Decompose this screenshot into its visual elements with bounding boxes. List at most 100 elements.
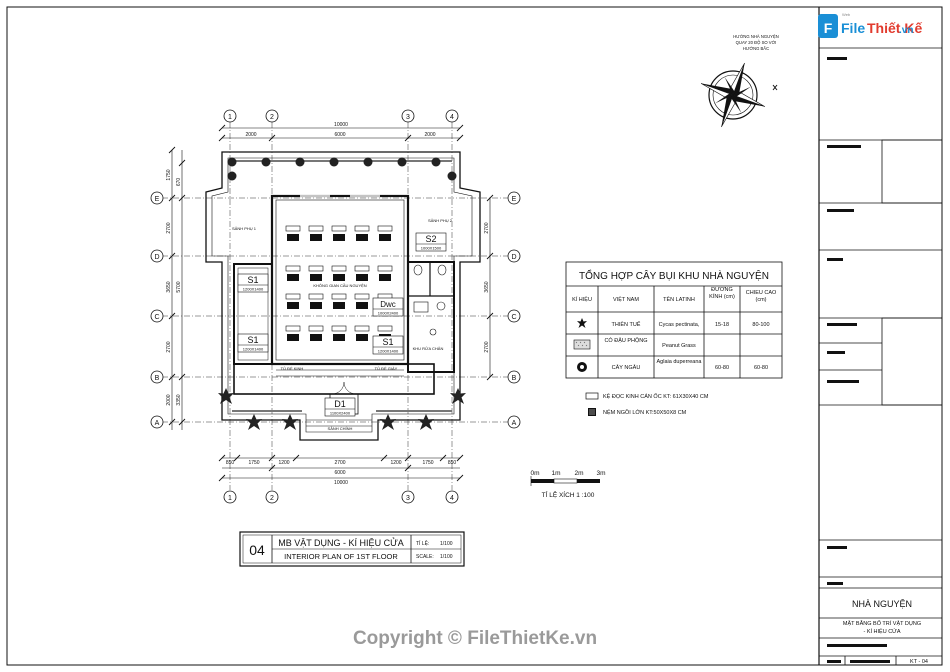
room-sanh-chinh: SẢNH CHÍNH [328,426,353,431]
grid-label-C-left: C [154,314,159,321]
grid-label-1-bottom: 1 [228,495,232,502]
prayer-shelf [377,325,393,332]
grid-label-D-left: D [154,254,159,261]
grid-label-A-left: A [155,420,160,427]
floor-cushion [310,302,322,309]
dimension-ticks [168,124,494,482]
aglaia-shrub [329,157,339,167]
cushion-icon [588,408,596,416]
floor-cushion [287,234,299,241]
svg-text:1100X2400: 1100X2400 [330,411,351,416]
aglaia-shrub [397,157,407,167]
dim-bottom-total: 10000 [334,480,348,486]
drawing-title-vn: MB VẬT DỤNG - KÍ HIỆU CỬA [278,537,404,548]
titleblock-placeholder-marks [827,57,890,663]
legend-row3-height: 60-80 [754,365,768,371]
grid-label-3-bottom: 3 [406,495,410,502]
dim-left-2: 2700 [166,222,172,233]
terrace-hatch [232,160,452,412]
floor-cushion [287,334,299,341]
drawing-name-line-1: MẶT BẰNG BỐ TRÍ VẬT DỤNG [843,619,921,627]
logo-file-word: File [841,20,865,36]
grid-bubble-labels: 1 2 3 4 1 2 3 4 E D C B A E D C B A [154,114,516,502]
svg-text:1000X1500: 1000X1500 [421,246,442,251]
floor-cushion [333,274,345,281]
scale-bar-label: TỈ LỆ XÍCH 1 :100 [542,490,595,499]
dim-bottom-2: 1750 [248,460,259,466]
logo-vn: .vn [899,25,913,36]
legend-row2-viet-wrap: CỎ ĐẬU PHỘNG [604,338,647,344]
label-tu-de-giay: TỦ ĐỂ GIÀY [375,366,398,371]
dimension-texts: 10000 2000 6000 2000 850 1750 1200 2700 … [226,122,457,486]
scale-tick-3: 3m [596,470,605,477]
legend-title: TỔNG HỢP CÂY BỤI KHU NHÀ NGUYỆN [579,269,769,282]
prayer-shelf [377,225,393,232]
prayer-shelf [331,225,347,232]
aglaia-shrub [363,157,373,167]
right-title-block [819,47,943,665]
floor-cushion [310,274,322,281]
north-caption-3: HƯỚNG BẮC [743,46,769,51]
aglaia-shrub [227,171,237,181]
svg-text:S2: S2 [425,234,436,244]
door-tags: S1 1200X1400 S1 1200X1400 S1 1200X1400 S… [237,232,447,417]
svg-text:1200X1400: 1200X1400 [378,349,399,354]
dim-bottom-6: 1750 [422,460,433,466]
north-caption-2: QUAY 20 ĐỘ SO VỚI [736,40,777,45]
cycad-plant [450,388,466,404]
door-tag-s1-c: S1 1200X1400 [372,335,404,355]
prayer-shelf [354,325,370,332]
legend-row1-dia: 15-18 [715,322,729,328]
svg-text:S1: S1 [247,275,258,285]
legend-note-cushion: NỆM NGỒI LỚN KT:50X50X8 CM [603,408,687,416]
door-tag-s1-b: S1 1200X1400 [237,333,269,353]
legend-headers: KÍ HIỆU VIỆT NAM TÊN LATINH ĐƯỜNG KÍNH (… [572,287,777,303]
drawing-number: 04 [249,542,265,558]
aglaia-shrub [227,157,237,167]
room-cau-nguyen: KHÔNG GIAN CẦU NGUYỆN [313,283,366,288]
grid-label-2-bottom: 2 [270,495,274,502]
prayer-shelf [285,325,301,332]
floor-cushion [379,234,391,241]
dim-bottom-4: 2700 [334,460,345,466]
north-caption-1: HƯỚNG NHÀ NGUYỆN [733,34,779,39]
prayer-shelf [354,293,370,300]
cycad-plant [380,414,396,430]
drawing-name-line-2: - KÍ HIỆU CỬA [863,627,900,635]
aglaia-symbol-icon [577,362,587,372]
prayer-shelf [285,225,301,232]
sheet-border [6,6,943,666]
plant-legend-table [565,261,783,379]
room-khu-rua-chan: KHU RỬA CHÂN [413,346,444,351]
cycad-plant [418,414,434,430]
grid-label-E-left: E [155,196,160,203]
grid-label-D-right: D [511,254,516,261]
legend-header-chieucao-wrap: CHIỀU CAO (cm) [746,290,777,303]
floor-cushion [287,274,299,281]
dim-bottom-1: 850 [226,460,235,466]
floor-cushion [333,302,345,309]
prayer-shelf [308,325,324,332]
room-labels: SẢNH PHỤ 1 SẢNH PHỤ 2 KHÔNG GIAN CẦU NGU… [232,218,453,431]
prayer-shelf-grid [285,225,393,341]
prayer-shelf [377,265,393,272]
legend-row2-latin: Peanut Grass [662,343,696,349]
grid-label-C-right: C [511,314,516,321]
drawing-title-en: INTERIOR PLAN OF 1ST FLOOR [284,552,398,561]
peanut-grass-hatch-icon [573,339,591,350]
floor-cushion [287,302,299,309]
prayer-shelf [354,225,370,232]
dim-bottom-3: 1200 [278,460,289,466]
legend-header-kihieu: KÍ HIỆU [572,295,592,303]
door-tag-dwc: Dwc 1000X2400 [372,297,404,317]
scale-value-en: 1/100 [440,554,453,560]
drawing-title-block [239,531,465,567]
floor-cushion [379,274,391,281]
cycad-symbol-icon [577,318,587,328]
dim-bottom-7: 850 [448,460,457,466]
legend-header-duongkinh-wrap: ĐƯỜNG KÍNH (cm) [709,287,735,300]
dim-right-1: 2700 [484,222,490,233]
label-tu-de-kinh: TỦ ĐỂ KINH [281,366,304,371]
copyright-watermark: Copyright © FileThietKe.vn [353,628,597,649]
